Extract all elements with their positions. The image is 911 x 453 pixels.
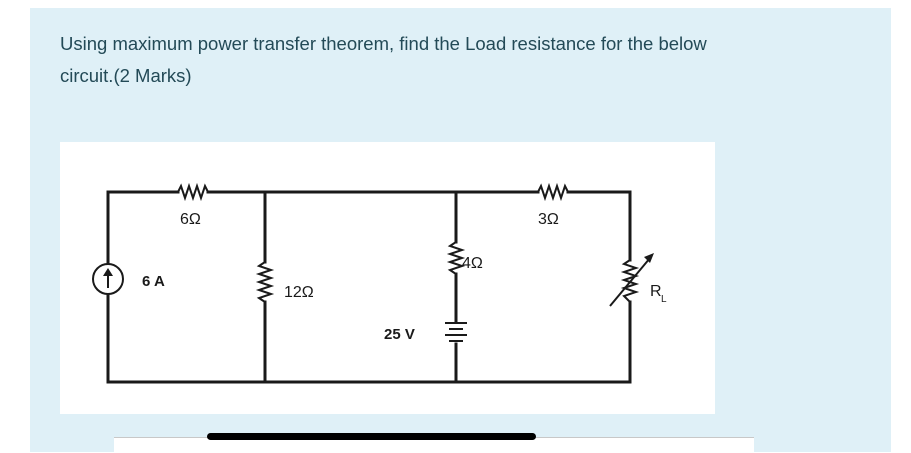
label-load-main: R [650, 283, 662, 300]
resistor-6ohm-icon [177, 182, 209, 202]
resistor-4ohm-icon [446, 241, 466, 275]
label-3ohm: 3Ω [538, 211, 559, 228]
wire-top-right [566, 190, 632, 262]
question-card: Using maximum power transfer theorem, fi… [30, 8, 891, 452]
circuit-diagram: 6Ω 3Ω 4Ω 12Ω 6 A 25 V R L [60, 142, 715, 414]
label-4ohm: 4Ω [462, 255, 483, 272]
home-indicator[interactable] [207, 433, 536, 440]
label-current-source: 6 A [142, 273, 165, 290]
resistor-3ohm-icon [537, 182, 569, 202]
label-voltage-source: 25 V [384, 326, 415, 343]
variable-resistor-load-icon [609, 253, 654, 307]
resistor-12ohm-icon [255, 261, 275, 303]
battery-icon [445, 322, 467, 342]
current-source-icon [92, 263, 124, 295]
label-12ohm: 12Ω [284, 284, 314, 301]
question-text: Using maximum power transfer theorem, fi… [60, 28, 860, 92]
question-line-1: Using maximum power transfer theorem, fi… [60, 33, 707, 54]
label-load-sub: L [661, 294, 667, 305]
label-6ohm: 6Ω [180, 211, 201, 228]
question-line-2: circuit.(2 Marks) [60, 65, 192, 86]
